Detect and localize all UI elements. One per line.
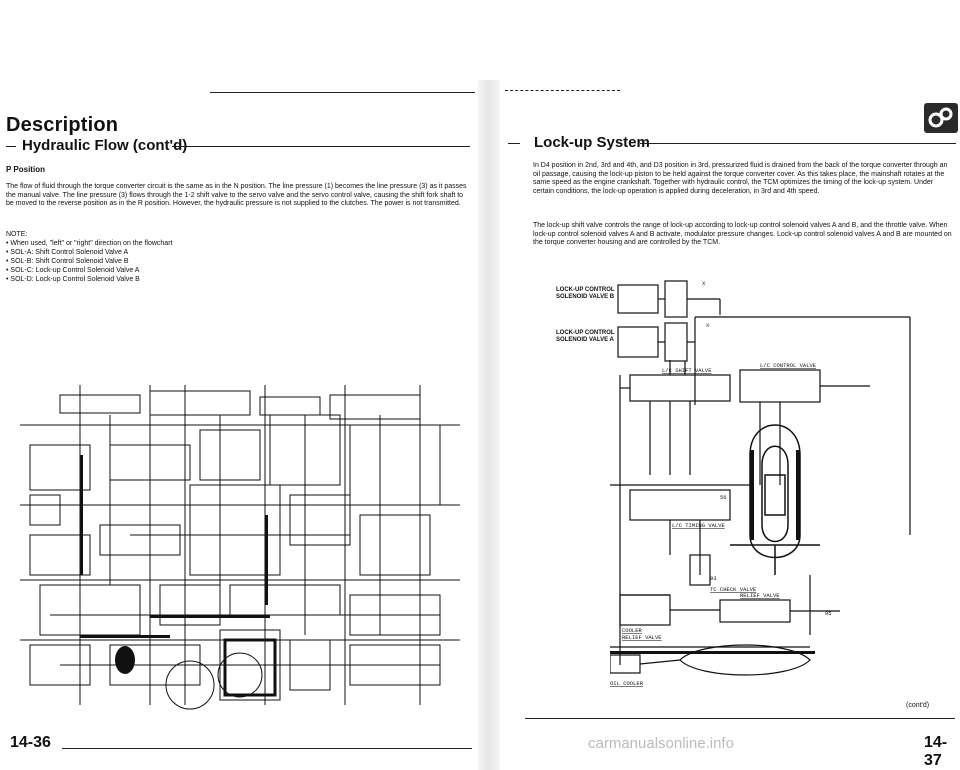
label-relief: RELIEF VALVE: [740, 592, 780, 599]
note-item: • SOL-D: Lock-up Control Solenoid Valve …: [6, 276, 140, 283]
cont-label: (cont'd): [906, 702, 930, 709]
left-paragraph: The flow of fluid through the torque con…: [6, 183, 467, 208]
label-tc-check: TC CHECK VALVE: [710, 586, 757, 593]
label-lc-control: L/C CONTROL VALVE: [760, 362, 817, 369]
page-fold: [478, 80, 500, 770]
gear-icon: [924, 103, 958, 133]
notes: NOTE: • When used, "left" or "right" dir…: [6, 230, 306, 284]
diagram-label: X: [706, 322, 710, 329]
hydraulic-flowchart: [20, 385, 460, 710]
label-solenoid-b: LOCK-UP CONTROL SOLENOID VALVE B: [556, 287, 615, 301]
diagram-label: 95: [825, 610, 832, 617]
label-solenoid-a-line2: SOLENOID VALVE A: [556, 337, 614, 343]
label-cooler-relief-2: RELIEF VALVE: [622, 634, 662, 641]
right-paragraph-2: The lock-up shift valve controls the ran…: [533, 222, 952, 247]
note-item: • SOL-C: Lock-up Control Solenoid Valve …: [6, 267, 140, 274]
note-item: • SOL-B: Shift Control Solenoid Valve B: [6, 258, 129, 265]
top-rule-right: [505, 90, 620, 91]
label-lc-timing: L/C TIMING VALVE: [672, 522, 726, 529]
right-paragraph-1: In D4 position in 2nd, 3rd and 4th, and …: [533, 162, 948, 195]
note-item: • SOL-A: Shift Control Solenoid Valve A: [6, 249, 129, 256]
position-heading: P Position: [6, 165, 45, 174]
page-number-right: 14-37: [924, 734, 948, 769]
subtitle-rule-b: [172, 146, 470, 147]
label-lc-shift: L/C SHIFT VALVE: [662, 367, 712, 374]
bottom-rule-right: [525, 718, 955, 719]
label-solenoid-b-line1: LOCK-UP CONTROL: [556, 287, 615, 293]
label-cooler-relief-1: COOLER: [622, 627, 643, 634]
section-subtitle: Hydraulic Flow (cont'd): [22, 137, 188, 154]
page-number-left: 14-36: [10, 734, 51, 751]
page-title-left: Description: [6, 114, 119, 136]
right-title-rule-b: [640, 143, 956, 144]
note-item: • When used, "left" or "right" direction…: [6, 240, 173, 247]
label-solenoid-a: LOCK-UP CONTROL SOLENOID VALVE A: [556, 330, 615, 344]
diagram-label: X: [702, 280, 706, 287]
top-rule-left: [210, 92, 475, 93]
notes-heading: NOTE:: [6, 231, 28, 238]
bottom-rule-left: [62, 748, 472, 749]
diagram-label: 93: [710, 575, 717, 582]
label-oil-cooler: OIL COOLER: [610, 680, 644, 687]
watermark: carmanualsonline.info: [588, 735, 734, 752]
page-title-right: Lock-up System: [534, 134, 650, 151]
label-solenoid-a-line1: LOCK-UP CONTROL: [556, 330, 615, 336]
lockup-diagram: X X 56 93 95 L/C CONTROL VALVE L/C SHIFT…: [610, 280, 911, 687]
right-title-rule-a: [508, 143, 520, 144]
label-solenoid-b-line2: SOLENOID VALVE B: [556, 294, 615, 300]
subtitle-rule-a: [6, 146, 16, 147]
diagram-label: 56: [720, 494, 727, 501]
